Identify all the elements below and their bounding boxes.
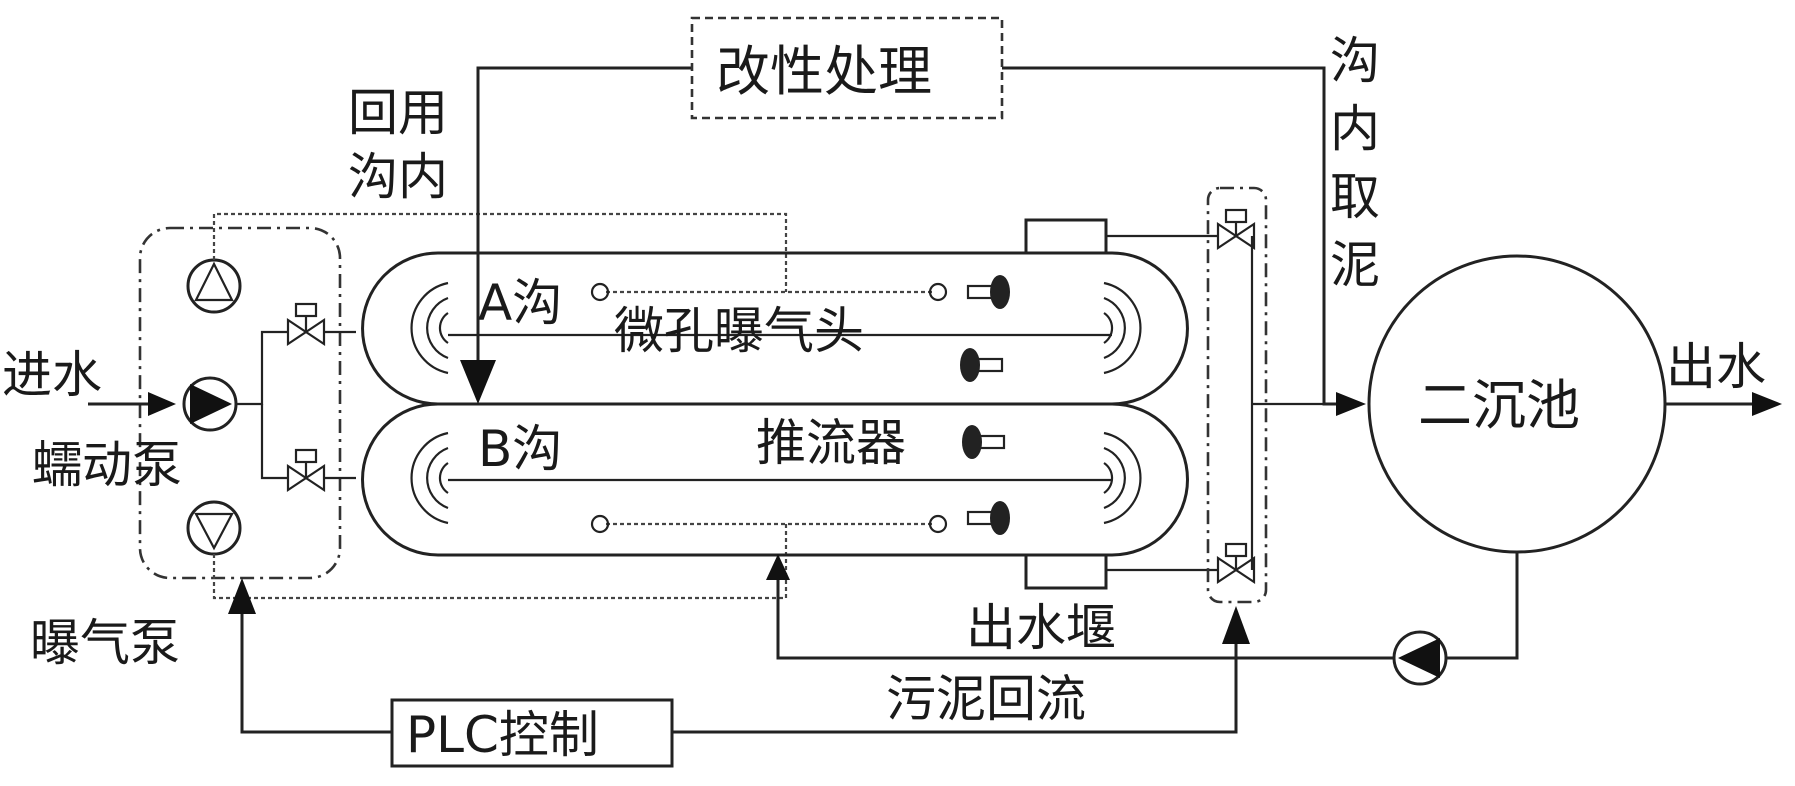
outflow-label: 出水 <box>1666 338 1766 396</box>
plc-valve-arrowhead <box>1222 606 1250 644</box>
return-pump-icon <box>1392 630 1448 686</box>
inflow-arrowhead <box>148 392 176 416</box>
aerator-diffuser-top <box>590 282 948 302</box>
sludge-from-ditch-char-4: 泥 <box>1330 236 1380 294</box>
aerator-diffuser-bottom <box>590 514 948 534</box>
recycle-line <box>476 66 692 384</box>
effluent-weir-top <box>1024 218 1108 255</box>
propeller-icon <box>962 425 1006 459</box>
sludge-from-ditch-char-1: 沟 <box>1330 32 1380 90</box>
recycle-label-line2: 沟内 <box>348 148 448 206</box>
effluent-weir-label: 出水堰 <box>966 599 1116 657</box>
aeration-air-line-top <box>212 212 788 292</box>
sludge-from-ditch-char-2: 内 <box>1330 100 1380 158</box>
aeration-pump-label: 曝气泵 <box>30 614 180 672</box>
plc-control-label: PLC控制 <box>406 706 599 764</box>
pump-module-box <box>138 226 342 580</box>
aeration-pump-top-icon <box>186 258 242 314</box>
modification-label: 改性处理 <box>716 40 932 103</box>
plc-aeration-arrowhead <box>228 578 256 614</box>
sludge-from-ditch-char-3: 取 <box>1330 168 1380 226</box>
aeration-pump-bottom-icon <box>186 500 242 556</box>
outflow-arrowhead <box>1752 392 1782 416</box>
recycle-label-line1: 回用 <box>348 84 448 142</box>
propeller-icon <box>960 348 1004 382</box>
sludge-return-line <box>1446 552 1519 660</box>
secondary-clarifier-label: 二沉池 <box>1418 374 1580 437</box>
plc-control-box <box>390 698 674 768</box>
peristaltic-pump-icon <box>182 376 238 432</box>
peristaltic-pump-label: 蠕动泵 <box>32 436 182 494</box>
oxidation-ditch <box>361 251 1189 557</box>
aeration-air-line-bottom <box>212 524 788 600</box>
clarifier-inlet-arrowhead <box>1336 392 1366 416</box>
sludge-return-label: 污泥回流 <box>886 670 1086 728</box>
outlet-valve-module-box <box>1206 186 1268 604</box>
valve-icon <box>286 448 326 493</box>
plc-to-aeration-line <box>240 596 392 734</box>
effluent-weir-bottom <box>1024 553 1108 590</box>
valve-icon <box>1216 542 1256 585</box>
ditch-a-label: A沟 <box>478 274 562 332</box>
plc-to-valve-line <box>672 628 1238 734</box>
modification-box <box>690 16 1004 120</box>
propeller-icon <box>966 501 1010 535</box>
propeller-icon <box>966 275 1010 309</box>
micropore-aerator-label: 微孔曝气头 <box>614 302 864 360</box>
inflow-label: 进水 <box>2 346 102 404</box>
valve-icon <box>286 302 326 347</box>
propeller-label: 推流器 <box>756 414 906 472</box>
valve-icon <box>1216 208 1256 251</box>
sludge-return-arrowhead <box>766 554 790 580</box>
ditch-b-label: B沟 <box>478 420 562 478</box>
recycle-arrowhead <box>460 360 496 404</box>
